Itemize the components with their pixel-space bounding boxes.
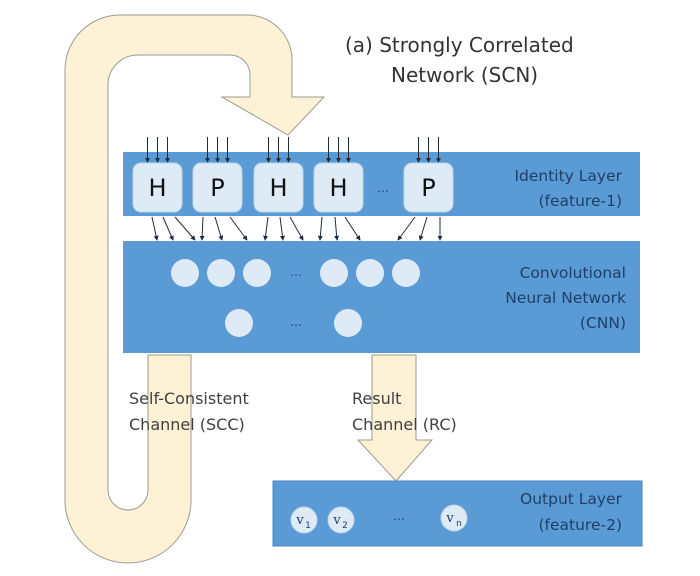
cnn-neuron <box>225 309 253 337</box>
identity-node: H <box>313 162 364 213</box>
connector-arrow <box>229 216 248 241</box>
connector-arrow <box>418 216 428 241</box>
identity-node-label: P <box>210 174 224 202</box>
diagram-title-line2: Network (SCN) <box>391 63 538 87</box>
connector-arrow <box>174 216 196 241</box>
output-node-symbol: v <box>295 513 304 528</box>
identity-ellipsis: … <box>377 181 389 195</box>
identity-node-label: H <box>148 174 166 202</box>
connector-arrow <box>289 216 304 241</box>
cnn-neuron <box>320 259 348 287</box>
output-node-symbol: v <box>445 511 454 526</box>
result-channel-arrow <box>356 354 434 482</box>
output-layer-sublabel: (feature-2) <box>538 516 622 534</box>
cnn-ellipsis: … <box>290 315 302 329</box>
output-node-subscript: 2 <box>342 521 348 531</box>
cnn-layer-band <box>123 241 640 353</box>
input-arrows <box>145 137 441 163</box>
connector-arrow <box>344 216 361 241</box>
connector-arrow <box>334 216 340 241</box>
rc-label-line2: Channel (RC) <box>352 415 457 434</box>
identity-node: H <box>253 162 304 213</box>
cnn-layer-label-line3: (CNN) <box>580 314 626 332</box>
connector-arrow <box>151 216 159 241</box>
scc-label: Self-Consistent <box>129 389 249 408</box>
identity-node: P <box>403 162 454 213</box>
connector-arrow <box>162 216 174 241</box>
output-node: v 2 <box>327 506 355 534</box>
cnn-neuron <box>243 259 271 287</box>
identity-node-label: P <box>421 174 435 202</box>
identity-layer-sublabel: (feature-1) <box>538 192 622 210</box>
identity-node: P <box>192 162 243 213</box>
self-consistent-channel-arrow <box>64 14 326 564</box>
connector-arrow <box>279 216 285 241</box>
connector-arrow <box>199 216 205 241</box>
identity-node: H <box>132 162 183 213</box>
cnn-neuron <box>392 259 420 287</box>
output-node-subscript: n <box>456 519 462 529</box>
identity-node-label: H <box>269 174 287 202</box>
output-node-symbol: v <box>332 513 341 528</box>
output-node: v 1 <box>290 506 318 534</box>
identity-to-cnn-arrows <box>151 216 443 241</box>
diagram-title: (a) Strongly Correlated <box>345 33 574 57</box>
identity-node-label: H <box>329 174 347 202</box>
cnn-ellipsis: … <box>290 265 302 279</box>
cnn-neuron <box>356 259 384 287</box>
output-layer-label: Output Layer <box>520 490 623 508</box>
output-ellipsis: … <box>393 509 405 523</box>
cnn-neuron <box>334 309 362 337</box>
cnn-neuron <box>171 259 199 287</box>
connector-arrow <box>317 216 323 241</box>
output-node: v n <box>440 504 468 532</box>
cnn-layer-label: Convolutional <box>520 264 626 282</box>
connector-arrow <box>263 216 269 241</box>
cnn-layer-label-line2: Neural Network <box>505 289 626 307</box>
rc-label: Result <box>352 389 401 408</box>
connector-arrow <box>214 216 224 241</box>
scc-label-line2: Channel (SCC) <box>129 415 245 434</box>
identity-layer-label: Identity Layer <box>514 167 622 185</box>
connector-arrow <box>397 216 416 241</box>
output-node-subscript: 1 <box>305 521 311 531</box>
cnn-neuron <box>207 259 235 287</box>
